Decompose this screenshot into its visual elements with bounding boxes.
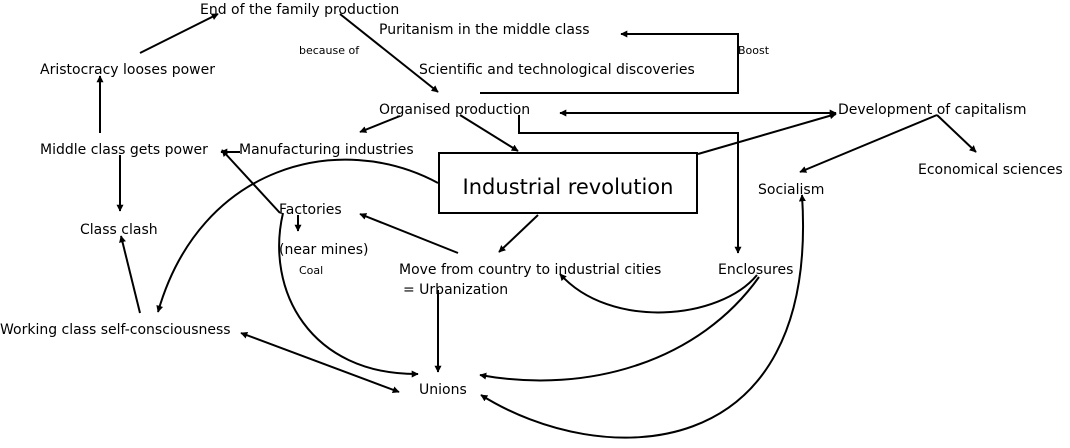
node-class-clash: Class clash: [80, 222, 158, 238]
node-factories: Factories: [279, 202, 342, 218]
node-development-capitalism: Development of capitalism: [838, 102, 1026, 118]
edge-organised-to-enclosures: [518, 115, 742, 254]
edge-working-to-clash: [119, 235, 141, 314]
edge-end-family-to-organised: [339, 13, 439, 93]
node-scientific: Scientific and technological discoveries: [419, 62, 695, 78]
node-unions: Unions: [419, 382, 467, 398]
node-industrial-revolution: Industrial revolution: [463, 175, 674, 199]
edge-organised-to-industrial: [459, 114, 519, 152]
node-move-country: Move from country to industrial cities: [399, 262, 661, 278]
node-urbanization: = Urbanization: [403, 282, 508, 298]
node-manufacturing: Manufacturing industries: [239, 142, 414, 158]
node-working-class: Working class self-consciousness: [0, 322, 231, 338]
edge-aristocracy-to-end-family: [139, 13, 219, 54]
node-middle-class-power: Middle class gets power: [40, 142, 208, 158]
edge-factories-to-middle: [221, 149, 281, 214]
edge-industrial-to-working: [156, 158, 439, 313]
edge-working-unions: [240, 331, 400, 394]
node-near-mines: (near mines): [279, 242, 369, 258]
label-because-of: because of: [299, 44, 360, 57]
edge-factories-to-unions: [278, 212, 419, 378]
edge-capitalism-to-economics: [936, 114, 977, 153]
edge-socialism-unions: [480, 194, 806, 439]
node-end-family-production: End of the family production: [200, 2, 399, 18]
edge-enclosures-to-unions: [479, 276, 760, 382]
edge-industrial-to-move: [498, 214, 539, 253]
node-socialism: Socialism: [758, 182, 824, 198]
label-coal: Coal: [299, 264, 323, 277]
node-economical-sciences: Economical sciences: [918, 162, 1063, 178]
edge-industrial-to-capitalism: [697, 112, 837, 155]
node-enclosures: Enclosures: [718, 262, 793, 278]
edge-boost-loop: [480, 30, 739, 94]
node-organised-production: Organised production: [379, 102, 530, 118]
edge-move-to-factories: [359, 213, 459, 254]
industrial-revolution-box: [438, 152, 698, 214]
edge-organised-to-manufacturing: [359, 115, 401, 133]
edge-capitalism-to-socialism: [799, 114, 938, 173]
node-aristocracy: Aristocracy looses power: [40, 62, 215, 78]
label-boost: Boost: [738, 44, 770, 57]
edge-enclosures-to-move: [559, 273, 758, 314]
node-puritanism: Puritanism in the middle class: [379, 22, 590, 38]
